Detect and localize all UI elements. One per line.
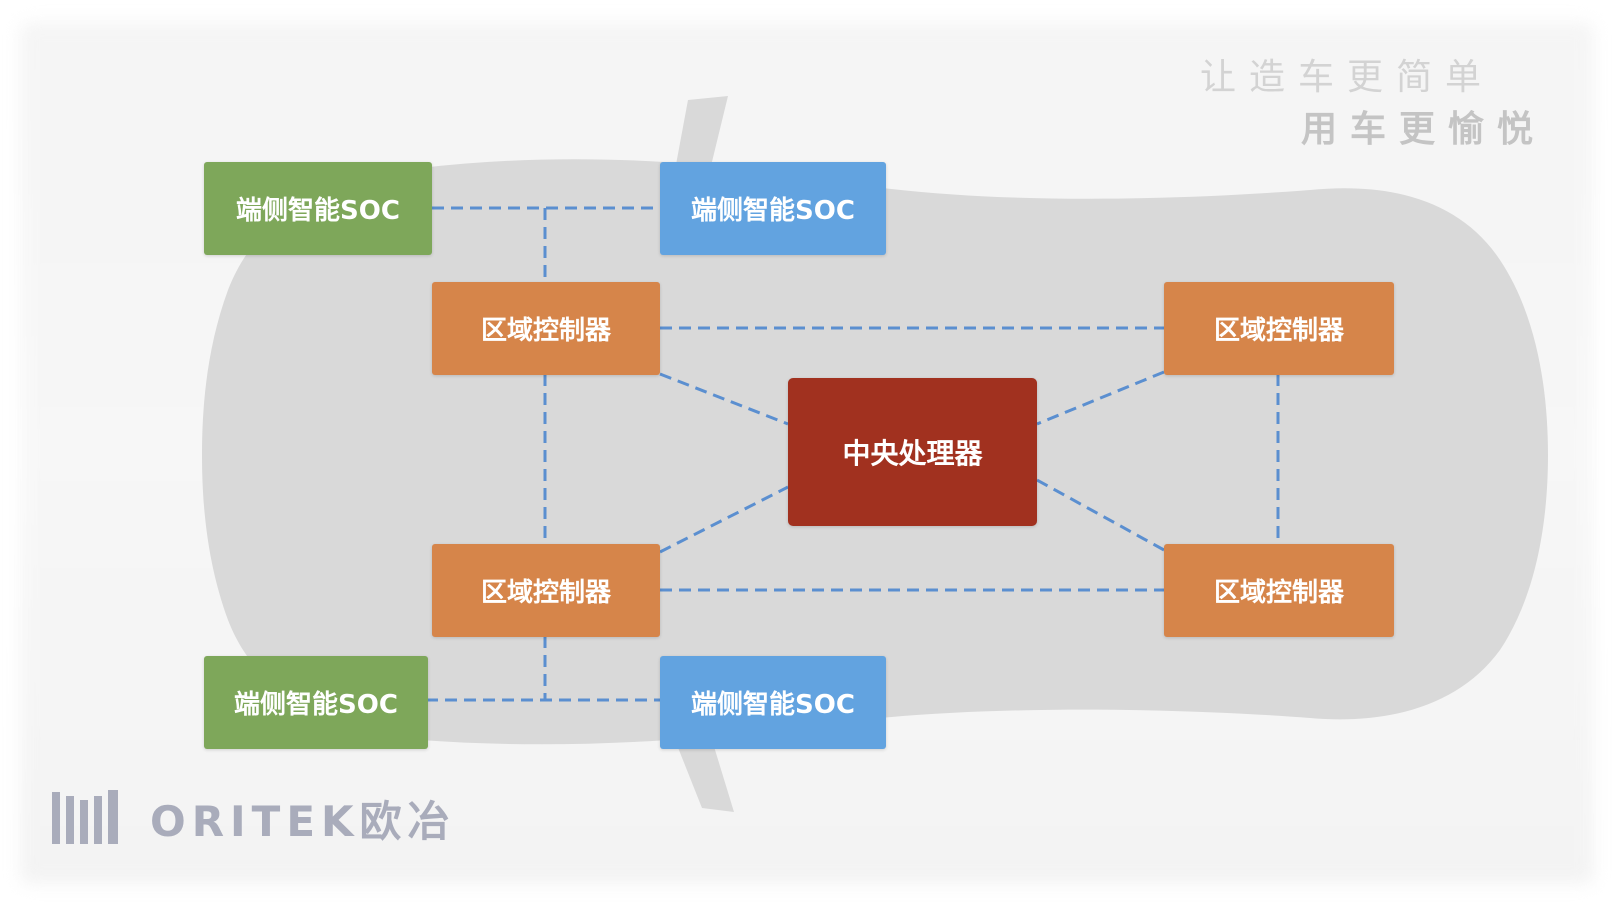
link-zone-bl-central xyxy=(659,485,789,554)
soc-bottom-left: 端侧智能SOC xyxy=(204,656,428,749)
slogan-line-2: 用车更愉悦 xyxy=(1300,109,1546,150)
link-zone-tr-central xyxy=(1036,370,1165,426)
soc-bottom-right: 端侧智能SOC xyxy=(660,656,886,749)
link-zone-tl-central xyxy=(659,372,789,426)
soc-top-right: 端侧智能SOC xyxy=(660,162,886,255)
zone-controller-top-right: 区域控制器 xyxy=(1164,282,1394,375)
connector-lines xyxy=(426,206,1280,702)
zone-controller-bottom-left: 区域控制器 xyxy=(432,544,660,637)
oritek-logo: ORITEK欧冶 xyxy=(52,790,456,846)
logo-mark-icon xyxy=(52,790,124,844)
logo-text: ORITEK欧冶 xyxy=(150,796,456,846)
zone-controller-bottom-right: 区域控制器 xyxy=(1164,544,1394,637)
link-zone-br-central xyxy=(1036,478,1165,552)
car-mirror-bottom xyxy=(675,740,734,812)
zone-controller-top-left: 区域控制器 xyxy=(432,282,660,375)
car-mirror-top xyxy=(675,96,728,170)
soc-top-left: 端侧智能SOC xyxy=(204,162,432,255)
central-processor: 中央处理器 xyxy=(788,378,1037,526)
slogan-line-1: 让造车更简单 xyxy=(1199,57,1494,98)
